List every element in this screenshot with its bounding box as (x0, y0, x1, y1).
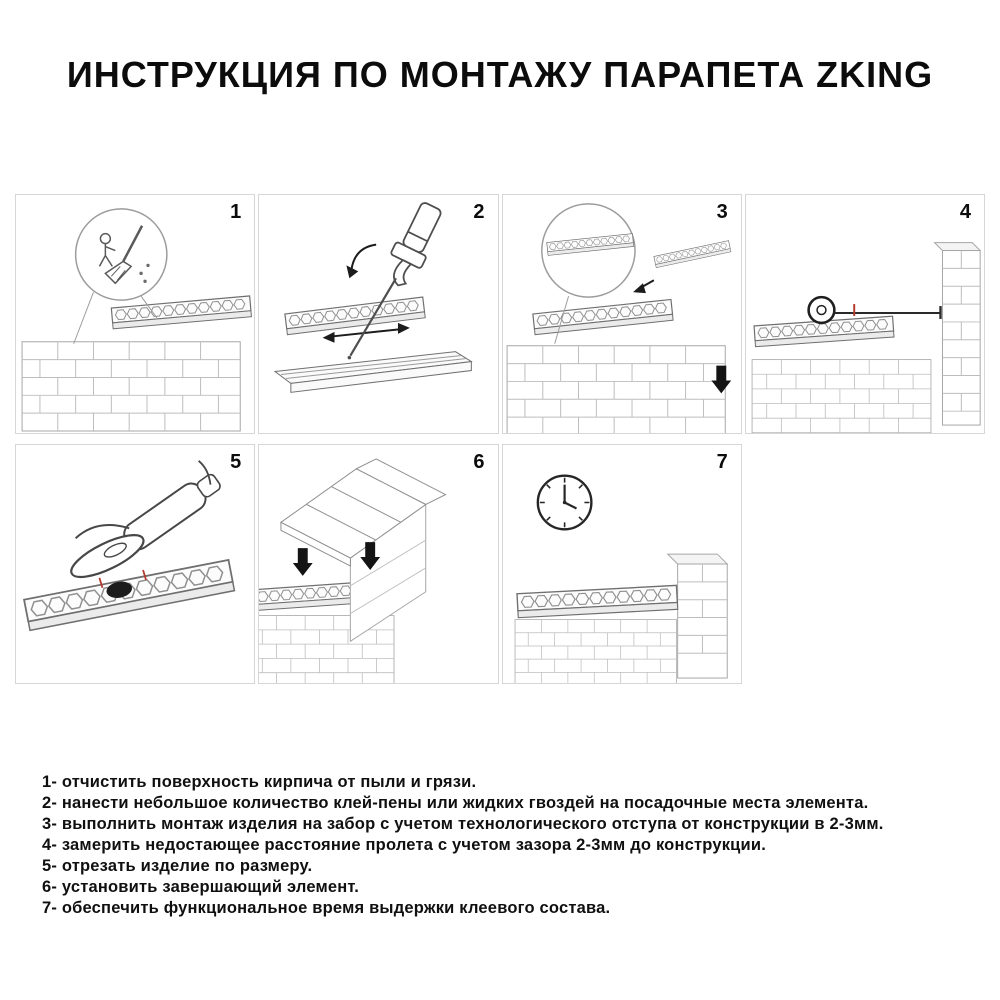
parapet-element (111, 296, 251, 329)
clock-icon (536, 474, 593, 531)
instruction-item-7: 7- обеспечить функциональное время выдер… (42, 899, 611, 917)
step-panel-3: 3 (501, 194, 742, 434)
step-number-1: 1 (230, 201, 242, 223)
instructions-list: 1- отчистить поверхность кирпича от пыли… (42, 772, 970, 919)
instruction-item-4: 4- замерить недостающее расстояние проле… (42, 836, 766, 854)
parapet-element (517, 585, 678, 617)
steps-grid: 1 2 (15, 194, 985, 684)
brick-wall (21, 341, 241, 432)
next-element (653, 241, 730, 268)
step-number-5: 5 (230, 451, 242, 473)
brick-wall (514, 619, 677, 683)
parapet-element (532, 299, 672, 334)
join-arrow-icon (632, 279, 654, 294)
instruction-item-1: 1- отчистить поверхность кирпича от пыли… (42, 773, 477, 791)
brick-pillar (666, 553, 728, 679)
instruction-item-2: 2- нанести небольшое количество клей-пен… (42, 794, 869, 812)
element-zoom-icon (540, 203, 636, 298)
cut-point (106, 581, 133, 598)
leader-line (553, 296, 569, 344)
brick-wall (751, 359, 932, 433)
final-element-icon (259, 458, 447, 683)
brick-wall (506, 345, 726, 433)
clean-surface-illustration (21, 208, 254, 432)
step-number-2: 2 (473, 201, 485, 223)
page-title: ИНСТРУКЦИЯ ПО МОНТАЖУ ПАРАПЕТА ZKING (66, 54, 934, 95)
parapet-element (24, 560, 234, 630)
element-placement-icon (506, 203, 741, 433)
spread-arrow-icon (322, 322, 411, 343)
step-panel-6: 6 (258, 444, 499, 684)
roof (280, 458, 447, 567)
instruction-item-3: 3- выполнить монтаж изделия на забор с у… (42, 815, 884, 833)
element-underside (273, 351, 474, 393)
tape-measure-icon (807, 295, 942, 325)
broom-icon (74, 208, 168, 301)
step-number-7: 7 (716, 451, 728, 473)
step-panel-5: 5 (15, 444, 256, 684)
instruction-item-6: 6- установить завершающий элемент. (42, 878, 360, 896)
angle-grinder-icon (70, 460, 221, 579)
header: ИНСТРУКЦИЯ ПО МОНТАЖУ ПАРАПЕТА ZKING (0, 0, 1000, 96)
step-panel-2: 2 (258, 194, 499, 434)
cut-element-illustration (16, 460, 254, 683)
measure-span-illustration (751, 242, 982, 433)
apply-adhesive-illustration (273, 202, 474, 393)
instruction-item-5: 5- отрезать изделие по размеру. (42, 857, 313, 875)
step-panel-1: 1 (15, 194, 256, 434)
step-number-6: 6 (473, 451, 485, 473)
leader-line (73, 292, 158, 344)
step-panel-4: 4 (744, 194, 985, 434)
step-number-3: 3 (716, 201, 728, 223)
step-panel-7: 7 (501, 444, 742, 684)
cut-mark (98, 569, 147, 589)
brick-pillar (933, 242, 982, 426)
step-number-4: 4 (959, 201, 971, 223)
foam-gun-icon (346, 202, 442, 360)
cure-time-illustration (514, 474, 728, 683)
